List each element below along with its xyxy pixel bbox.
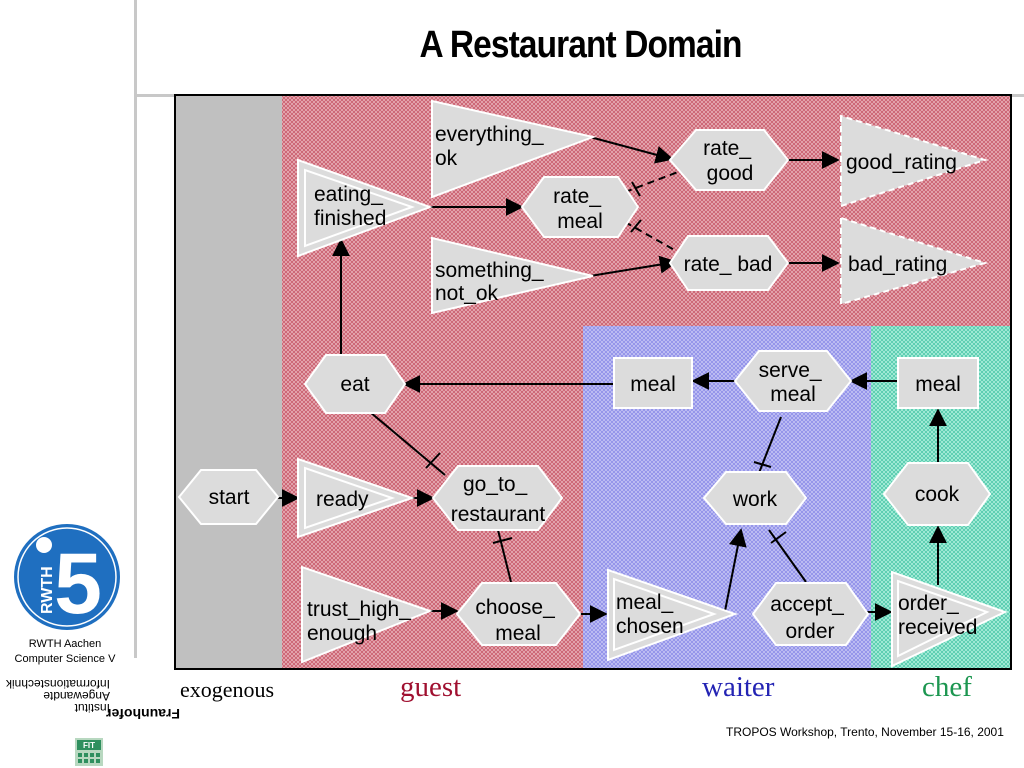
node-eating-finished-inner — [304, 168, 415, 248]
node-cook — [882, 462, 992, 526]
node-meal-chosen-outer — [607, 568, 738, 662]
node-serve-meal — [733, 350, 853, 412]
role-label-exogenous: exogenous — [180, 677, 275, 702]
node-everything-ok — [431, 99, 597, 199]
node-ready-inner — [304, 466, 396, 530]
node-bad-rating — [840, 216, 989, 306]
label-bad-rating: bad_rating — [848, 253, 947, 276]
label-start: start — [209, 486, 250, 509]
fraunhofer-subtitle: Institut Angewandte Informationstechnik — [5, 677, 110, 715]
label-meal-chef: meal — [915, 373, 961, 396]
fraunhofer-line-2: Angewandte — [43, 689, 110, 703]
label-eating-finished: eating_ finished — [314, 183, 389, 230]
label-serve-meal: serve_ meal — [759, 359, 828, 406]
nodes — [177, 99, 1008, 668]
inhibitor-ticks — [425, 181, 787, 544]
label-order-received: order_ received — [898, 592, 977, 639]
role-label-chef: chef — [922, 671, 972, 703]
edge-something-not-ok-to-rate-bad — [589, 255, 678, 277]
edge-eat-to-go-to-restaurant — [369, 411, 446, 476]
node-choose-meal — [455, 582, 582, 646]
label-trust-high-enough: trust_high_ enough — [307, 598, 417, 645]
edge-work-to-serve-meal — [756, 416, 782, 479]
fit-logo-text: FIT — [83, 741, 95, 750]
node-order-received-outer — [891, 570, 1008, 668]
node-meal-chosen-inner — [613, 577, 717, 652]
node-good-rating — [840, 114, 989, 208]
node-eating-finished-outer — [297, 158, 433, 258]
institution-line-2: Computer Science V — [14, 653, 116, 665]
footer-text: TROPOS Workshop, Trento, November 15-16,… — [726, 725, 1004, 739]
label-rate-bad: rate_ bad — [684, 253, 773, 276]
label-eat: eat — [340, 373, 369, 396]
vertical-divider — [134, 0, 137, 658]
node-rate-good — [668, 129, 790, 191]
label-rate-meal: rate_ meal — [553, 185, 607, 233]
node-ready-outer — [297, 457, 416, 539]
rwth-logo-number: 5 — [54, 536, 102, 632]
label-good-rating: good_rating — [846, 151, 957, 174]
fraunhofer-logo: Fraunhofer Institut Angewandte Informati… — [0, 677, 180, 722]
label-everything-ok: everything_ ok — [435, 123, 549, 170]
node-eat — [303, 354, 407, 414]
institution-text: RWTH Aachen Computer Science V — [8, 637, 122, 667]
label-meal-waiter: meal — [630, 373, 676, 396]
label-rate-good: rate_ good — [703, 137, 757, 185]
fraunhofer-line-1: Institut — [74, 701, 110, 715]
node-go-to-restaurant — [431, 465, 564, 531]
node-rate-meal — [520, 176, 640, 238]
node-accept-order — [751, 582, 870, 646]
fit-logo-icon: FIT — [75, 738, 103, 766]
label-meal-chosen: meal_ chosen — [616, 591, 684, 638]
edge-choose-meal-to-go-to-restaurant — [497, 529, 512, 583]
institution-line-1: RWTH Aachen — [28, 638, 102, 650]
fraunhofer-name: Fraunhofer — [106, 706, 180, 722]
label-go-to-restaurant: go_to_ restaurant — [451, 473, 546, 526]
label-choose-meal: choose_ meal — [475, 596, 560, 645]
node-order-received-inner — [897, 579, 990, 658]
fraunhofer-line-3: Informationstechnik — [5, 677, 110, 691]
node-meal-chef — [897, 357, 979, 409]
role-label-guest: guest — [400, 671, 462, 703]
diagram-frame — [174, 94, 1012, 670]
role-label-waiter: waiter — [702, 671, 775, 703]
label-cook: cook — [915, 483, 960, 506]
node-rate-bad — [668, 235, 790, 291]
slide-title: A Restaurant Domain — [419, 24, 742, 66]
label-accept-order: accept_ order — [770, 593, 849, 643]
label-ready: ready — [316, 488, 369, 511]
edge-rate-meal-to-rate-good — [624, 171, 679, 193]
rwth-logo: 5 RWTH — [14, 524, 120, 632]
label-work: work — [732, 488, 778, 511]
exogenous-region — [176, 96, 282, 668]
node-trust-high-enough — [301, 565, 433, 664]
node-start — [177, 469, 280, 525]
label-something-not-ok: something_ not_ok — [435, 259, 549, 305]
node-meal-waiter — [613, 357, 693, 409]
node-something-not-ok — [431, 236, 594, 315]
edge-everything-ok-to-rate-good — [589, 136, 674, 164]
edge-meal-chosen-to-work — [724, 528, 747, 612]
edge-rate-meal-to-rate-bad — [624, 221, 679, 253]
node-labels: everything_ ok rate_ good good_rating ea… — [209, 123, 978, 645]
node-work — [702, 471, 808, 525]
edge-accept-order-to-work — [768, 529, 807, 583]
rwth-logo-text: RWTH — [39, 566, 56, 614]
